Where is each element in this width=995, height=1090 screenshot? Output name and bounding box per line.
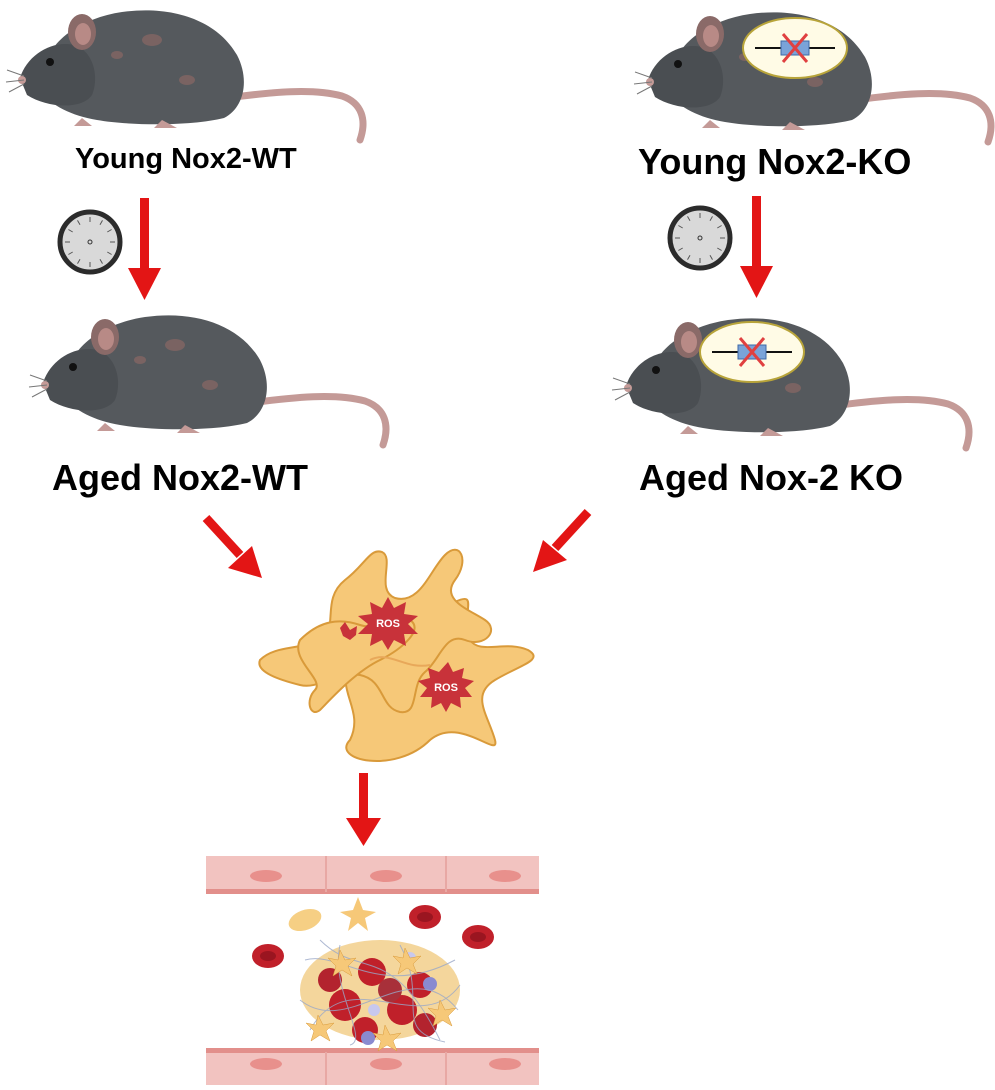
cell-icon	[258, 548, 535, 762]
aged-nox2-wt-label: Aged Nox2-WT	[52, 457, 308, 498]
arrow-diagonal-icon	[202, 514, 262, 578]
young-nox2-ko-label: Young Nox2-KO	[638, 141, 912, 182]
ros-label: ROS	[376, 618, 400, 630]
red-blood-cell-icon	[462, 925, 494, 949]
clock-icon	[670, 208, 730, 268]
clock-icon	[60, 212, 120, 272]
arrow-down-icon	[740, 196, 773, 298]
gene-knockout-icon	[741, 16, 849, 80]
thrombus-icon	[299, 939, 461, 1052]
blood-vessel-icon	[206, 856, 539, 1085]
young-nox2-wt-label: Young Nox2-WT	[75, 143, 297, 175]
arrow-diagonal-icon	[533, 508, 592, 572]
red-blood-cell-icon	[252, 944, 284, 968]
gene-knockout-icon	[698, 320, 806, 384]
aged-wt-mouse-icon	[29, 315, 386, 445]
ros-burst-icon	[340, 622, 357, 640]
red-blood-cell-icon	[409, 905, 441, 929]
ros-burst-icon	[358, 597, 418, 650]
arrow-down-icon	[346, 773, 381, 846]
platelet-icon	[288, 897, 376, 932]
ros-label: ROS	[434, 682, 458, 694]
arrow-down-icon	[128, 198, 161, 300]
aged-nox2-ko-label: Aged Nox-2 KO	[639, 457, 904, 498]
ros-burst-icon	[418, 662, 474, 712]
young-wt-mouse-icon	[6, 10, 363, 140]
